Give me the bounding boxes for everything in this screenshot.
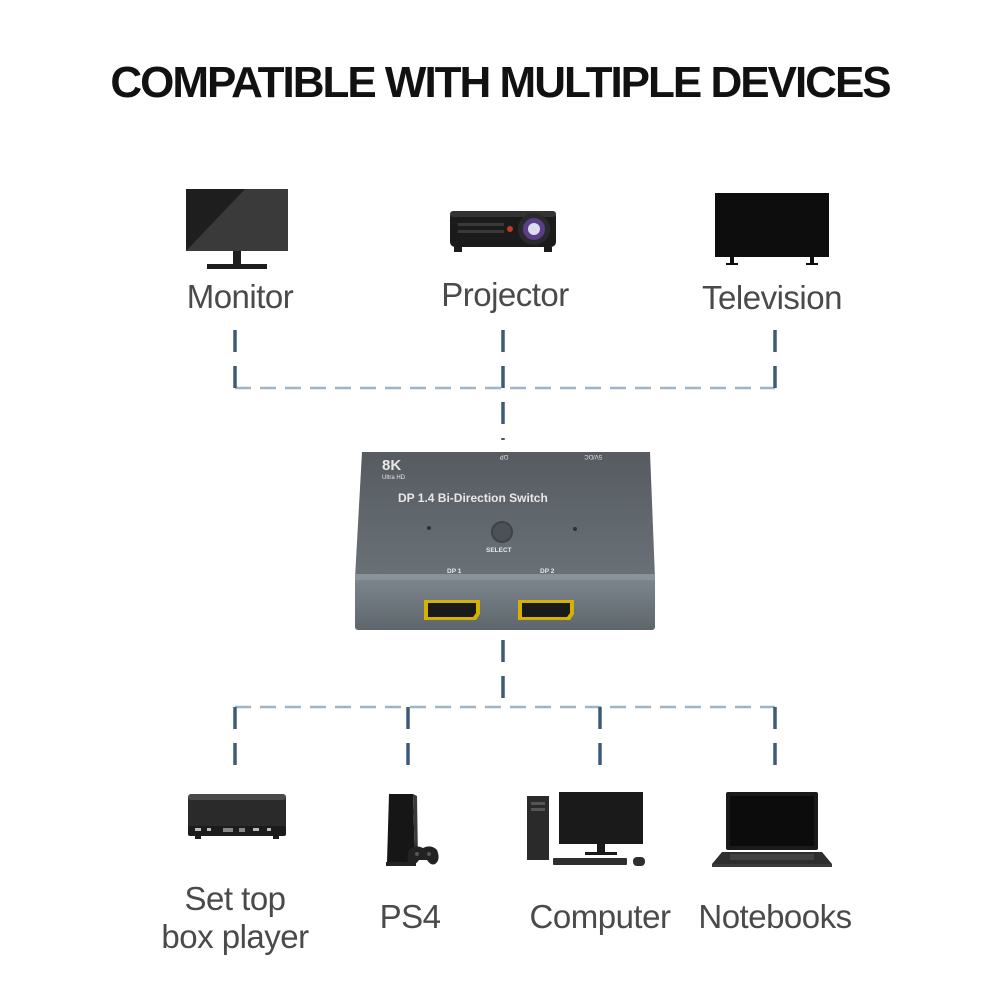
device-power-port-label: 5V/DC bbox=[584, 453, 602, 459]
device-top-port-label: DP bbox=[500, 453, 508, 459]
port2-label: DP 2 bbox=[540, 568, 555, 575]
output-label-projector: Projector bbox=[441, 276, 569, 313]
projector-icon bbox=[450, 211, 556, 252]
input-label-set-top-box-line1: Set top bbox=[184, 880, 286, 917]
input-label-ps4: PS4 bbox=[379, 898, 441, 935]
select-button-label: SELECT bbox=[486, 547, 512, 554]
device-resolution: 8K bbox=[382, 457, 401, 474]
laptop-icon bbox=[712, 792, 832, 867]
port1-label: DP 1 bbox=[447, 568, 462, 575]
page-title: COMPATIBLE WITH MULTIPLE DEVICES bbox=[110, 58, 891, 107]
monitor-icon bbox=[186, 189, 288, 269]
game-console-icon bbox=[386, 794, 439, 866]
output-label-television: Television bbox=[702, 279, 842, 316]
device-resolution-sub: Ultra HD bbox=[382, 475, 406, 481]
input-label-set-top-box: Set top box player bbox=[135, 880, 335, 956]
dp-port-1 bbox=[424, 600, 480, 620]
dp-port-2 bbox=[518, 600, 574, 620]
television-icon bbox=[715, 193, 829, 265]
desktop-computer-icon bbox=[527, 792, 645, 866]
set-top-box-icon bbox=[188, 794, 286, 839]
device-name: DP 1.4 Bi-Direction Switch bbox=[398, 491, 548, 505]
input-label-set-top-box-line2: box player bbox=[161, 918, 309, 955]
dp-switch-device: 8K Ultra HD DP 5V/DC DP 1.4 Bi-Direction… bbox=[355, 452, 655, 630]
input-label-computer: Computer bbox=[529, 898, 671, 935]
output-label-monitor: Monitor bbox=[186, 278, 294, 315]
input-label-notebooks: Notebooks bbox=[698, 898, 852, 935]
